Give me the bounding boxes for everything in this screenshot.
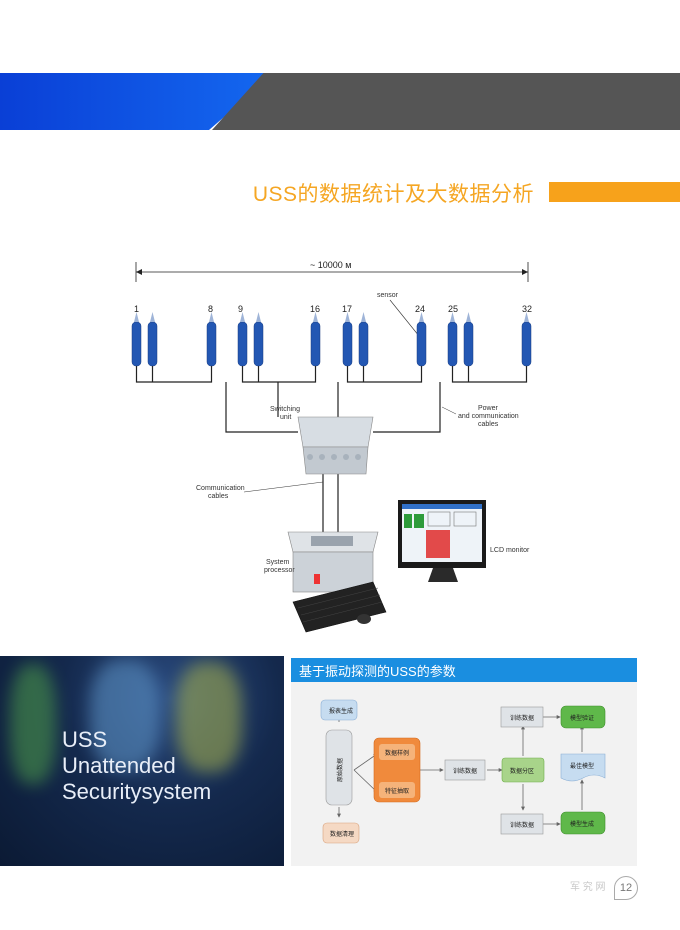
banner-line: Securitysystem [62, 779, 212, 804]
sensor-number: 24 [415, 304, 425, 314]
comm-label-1: Communication [196, 485, 245, 492]
train-data-top-node [500, 706, 544, 728]
system-processor [287, 531, 379, 593]
params-header [291, 658, 637, 682]
raw-data-label: 原始数据 [336, 758, 344, 782]
switching-label-2: unit [280, 414, 291, 421]
processor-label-2: processor [264, 567, 295, 574]
raw-data-node [325, 729, 353, 806]
keyboard [292, 581, 387, 633]
best-model-label: 最佳模型 [570, 762, 594, 770]
sensor-number: 16 [310, 304, 320, 314]
train-data-label: 训练数据 [453, 767, 477, 775]
train-data-bottom-label: 训练数据 [510, 821, 534, 829]
params-title: 基于振动探测的USS的参数 [299, 664, 456, 679]
report-node [320, 699, 358, 721]
system-diagram: ~ 10000 м 1 8 9 16 17 24 25 32 sensor [131, 260, 532, 633]
flow-diagram: 报表生成 原始数据 数据清理 数据样例 特征抽取 训练数据 数据分区 训练数据 … [320, 699, 606, 844]
power-label-1: Power [478, 405, 499, 412]
sensor-number: 25 [448, 304, 458, 314]
banner-glow [90, 660, 160, 770]
partition-node [501, 757, 545, 783]
banner-text: USS Unattended Securitysystem [62, 727, 211, 805]
monitor-label: LCD monitor [490, 547, 530, 554]
sensor-label: sensor [377, 292, 399, 299]
data-clean-label: 数据清理 [330, 830, 354, 838]
report-label: 报表生成 [329, 707, 353, 715]
processor-label-1: System [266, 559, 290, 566]
switching-label-1: Switching [270, 406, 300, 413]
comm-label-2: cables [208, 493, 229, 500]
sensor-number: 32 [522, 304, 532, 314]
title-accent-bar [549, 182, 680, 202]
lcd-monitor [398, 500, 486, 582]
banner-line: USS [62, 727, 108, 752]
partition-label: 数据分区 [510, 767, 534, 775]
sensor-number: 17 [342, 304, 352, 314]
header-gray-band [212, 73, 680, 130]
sample-label: 数据样例 [385, 749, 409, 757]
model-gen-node [560, 811, 606, 835]
switching-unit [297, 416, 374, 475]
banner-line: Unattended [62, 753, 176, 778]
page-number: 12 [614, 876, 638, 900]
sensor-number: 1 [134, 304, 139, 314]
best-model-node [560, 753, 606, 782]
page-title: USS的数据统计及大数据分析 [252, 183, 534, 206]
train-data-top-label: 训练数据 [510, 714, 534, 722]
banner-glow [10, 664, 56, 784]
sensor-number: 9 [238, 304, 243, 314]
watermark: 军 究 网 [570, 882, 606, 893]
feature-node [379, 782, 415, 798]
model-verify-label: 模型验证 [570, 714, 594, 722]
banner-glow [176, 662, 242, 772]
power-label-2: and communication [458, 413, 519, 420]
feature-label: 特征抽取 [385, 787, 409, 795]
sensor-number: 8 [208, 304, 213, 314]
sample-node [379, 744, 415, 760]
mouse [357, 614, 371, 624]
sensor-group [131, 321, 532, 367]
model-gen-label: 模型生成 [570, 820, 594, 828]
distance-label: ~ 10000 м [310, 260, 351, 270]
train-data-node [444, 759, 486, 781]
model-verify-node [560, 705, 606, 729]
power-label-3: cables [478, 421, 499, 428]
train-data-bottom-node [500, 813, 544, 835]
data-clean-node [322, 822, 360, 844]
uss-banner [0, 656, 284, 866]
